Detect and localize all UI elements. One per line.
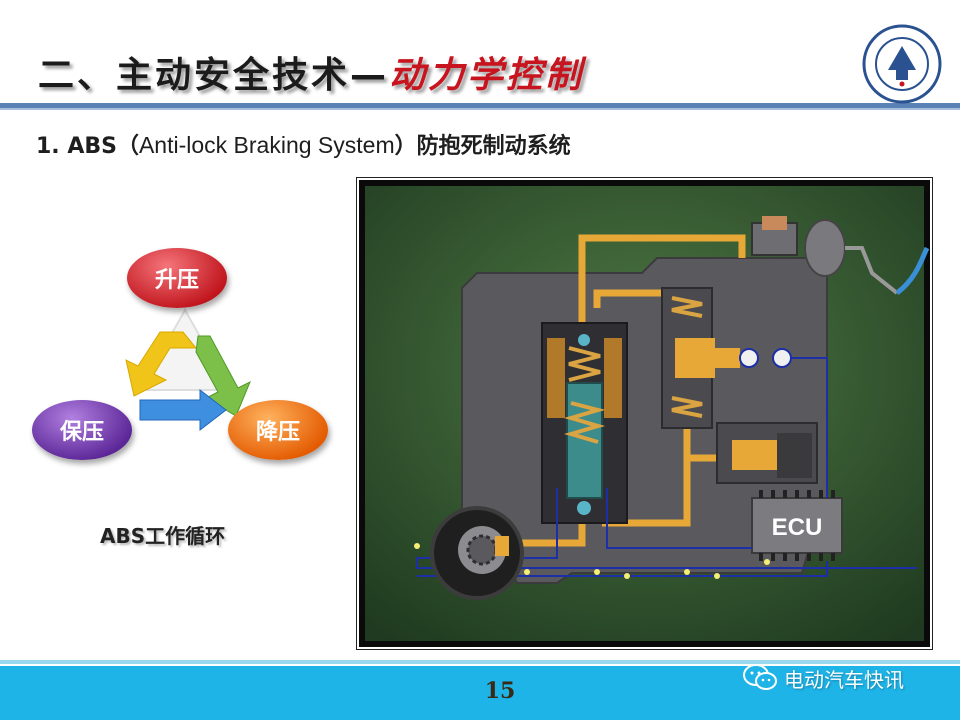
control-wire-4	[417, 561, 828, 577]
subtitle-suffix: ）防抱死制动系统	[394, 134, 571, 159]
wheel-brake-caliper	[495, 536, 509, 556]
abs-system-diagram: ECU	[356, 177, 933, 650]
motor-terminal-1	[739, 348, 759, 368]
abs-schematic: ECU	[359, 180, 930, 647]
ecu-label: ECU	[772, 514, 823, 541]
ecu-pins-bottom	[759, 553, 835, 561]
control-wire-1	[416, 488, 917, 569]
pump-cylinder	[777, 433, 812, 478]
header-rule-light	[0, 108, 960, 110]
brake-line-cable	[895, 246, 930, 295]
pump-piston	[732, 440, 777, 470]
title-main: 二、主动安全技术—	[38, 55, 390, 96]
slide-title: 二、主动安全技术—动力学控制	[38, 46, 584, 98]
footer-rule	[0, 660, 960, 664]
university-logo	[862, 24, 942, 104]
arrow-yellow	[125, 331, 198, 397]
brake-reservoir	[762, 216, 787, 230]
valve-ball-bottom	[577, 501, 591, 515]
subtitle-english: Anti-lock Braking System	[138, 132, 395, 158]
solenoid-coil-left	[547, 338, 565, 418]
footer-bar	[0, 666, 960, 720]
abs-cycle-diagram: 升压 保压 降压	[0, 240, 360, 480]
cycle-arrows	[125, 307, 251, 432]
control-wire-2	[606, 488, 752, 549]
watermark-text: 电动汽车快讯	[784, 667, 904, 692]
title-accent: 动力学控制	[389, 55, 585, 96]
page-number: 15	[484, 678, 516, 704]
motor-terminal-2	[772, 348, 792, 368]
brake-pedal-linkage	[845, 246, 899, 295]
solenoid-coil-right	[604, 338, 622, 418]
wheel-speed-sensor-ring	[466, 534, 498, 566]
arrow-blue	[139, 388, 227, 432]
ecu-pins-top	[759, 490, 835, 498]
control-wire-3	[791, 357, 828, 498]
section-subtitle: 1. ABS（Anti-lock Braking System）防抱死制动系统	[36, 128, 571, 160]
brake-booster	[804, 219, 846, 277]
watermark: 电动汽车快讯	[742, 663, 904, 693]
subtitle-prefix: 1. ABS（	[36, 134, 139, 159]
header-rule	[0, 103, 960, 108]
pressure-spring-bottom	[671, 396, 703, 418]
pressure-piston	[675, 338, 715, 378]
pressure-spring-top	[671, 296, 703, 318]
fluid-line-top	[578, 234, 746, 323]
fluid-line-return	[602, 408, 691, 527]
cycle-caption: ABS工作循环	[100, 524, 226, 548]
valve-spring-upper	[568, 346, 601, 382]
ecu-module	[751, 497, 843, 554]
cycle-node-pressure-up: 升压	[127, 248, 227, 308]
cycle-node-pressure-hold: 保压	[32, 400, 132, 460]
wechat-icon	[743, 664, 777, 690]
valve-ball-top	[578, 334, 590, 346]
cycle-node-pressure-down: 降压	[228, 400, 328, 460]
pressure-piston-shaft	[715, 348, 740, 368]
valve-spring-lower	[563, 401, 606, 444]
